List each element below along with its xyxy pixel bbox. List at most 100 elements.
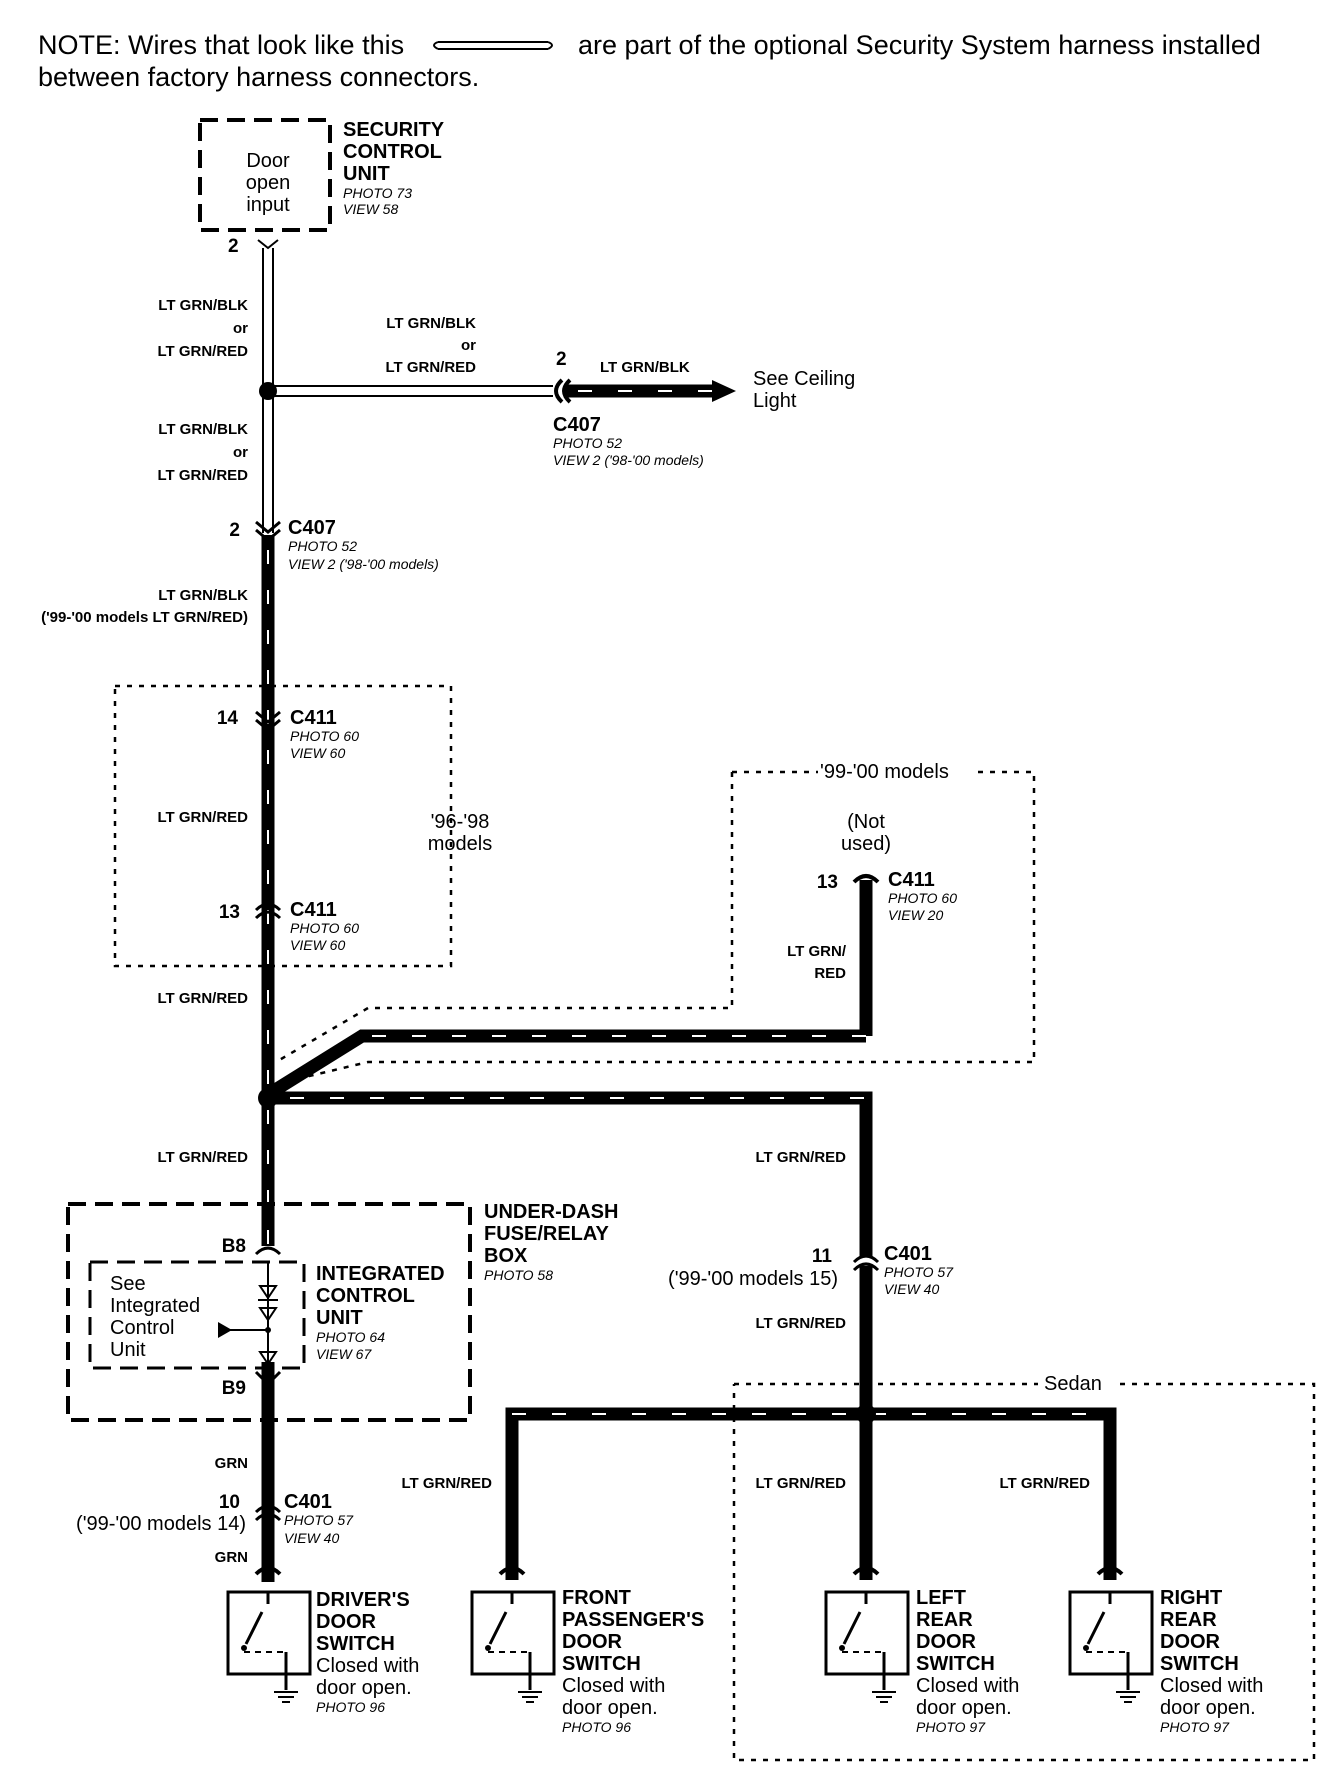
wire-label: RED bbox=[814, 965, 846, 982]
switch-title: RIGHT bbox=[1160, 1587, 1222, 1609]
c411-right-view: VIEW 20 bbox=[888, 907, 943, 923]
wire-label: or bbox=[461, 337, 476, 354]
switch-desc: Closed with bbox=[916, 1675, 1019, 1697]
under-dash-fuse-relay-box: UNDER-DASH FUSE/RELAY BOX PHOTO 58 B8 B9 bbox=[66, 1201, 618, 1422]
fuse-box-title-3: BOX bbox=[484, 1245, 528, 1267]
splice-point-top bbox=[259, 382, 277, 400]
wire-label: LT GRN/RED bbox=[755, 1315, 846, 1332]
icu-view: VIEW 67 bbox=[316, 1346, 372, 1362]
wire-label: GRN bbox=[215, 1455, 248, 1472]
security-unit-view: VIEW 58 bbox=[343, 201, 398, 217]
wire-label: LT GRN/RED bbox=[157, 1149, 248, 1166]
wire-label: LT GRN/RED bbox=[157, 990, 248, 1007]
switch-photo: PHOTO 97 bbox=[916, 1719, 986, 1735]
wire-label: LT GRN/RED bbox=[385, 359, 476, 376]
c407-side-name: C407 bbox=[553, 414, 601, 436]
note: NOTE: Wires that look like this are part… bbox=[38, 30, 1261, 92]
switch-title: DOOR bbox=[316, 1611, 377, 1633]
icu-see-1: See bbox=[110, 1273, 146, 1295]
sedan-label: Sedan bbox=[1044, 1373, 1102, 1395]
icu-title-1: INTEGRATED bbox=[316, 1263, 445, 1285]
switch-title: REAR bbox=[916, 1609, 973, 1631]
switch-title: FRONT bbox=[562, 1587, 631, 1609]
switch-contact-icon bbox=[1083, 1592, 1140, 1703]
security-harness-symbol-icon bbox=[433, 41, 553, 50]
switch-desc: door open. bbox=[316, 1677, 412, 1699]
trunk-connectors bbox=[254, 520, 282, 1522]
c401-left-photo: PHOTO 57 bbox=[284, 1512, 354, 1528]
wire-label: LT GRN/RED bbox=[157, 467, 248, 484]
sedan-region: Sedan bbox=[732, 1373, 1316, 1762]
c411-top-name: C411 bbox=[290, 707, 337, 729]
c407-ceiling-connector: 2 LT GRN/BLK See Ceiling Light C407 PHOT… bbox=[553, 349, 855, 468]
wire-label: LT GRN/RED bbox=[755, 1475, 846, 1492]
switch-desc: Closed with bbox=[316, 1655, 419, 1677]
switch-title: DRIVER'S bbox=[316, 1589, 410, 1611]
switch-title: PASSENGER'S bbox=[562, 1609, 704, 1631]
security-unit-pin: 2 bbox=[228, 236, 239, 257]
models-96-98-line2: models bbox=[428, 833, 492, 855]
wire-label: LT GRN/ bbox=[787, 943, 847, 960]
wire-label: LT GRN/BLK bbox=[158, 421, 248, 438]
switch-desc: door open. bbox=[562, 1697, 658, 1719]
fuse-box-photo: PHOTO 58 bbox=[484, 1267, 553, 1283]
ceiling-light-arrow-icon bbox=[712, 380, 736, 402]
switch-photo: PHOTO 96 bbox=[562, 1719, 631, 1735]
wire-label: ('99-'00 models LT GRN/RED) bbox=[41, 609, 248, 626]
c411-right-name: C411 bbox=[888, 869, 935, 891]
wire-label: GRN bbox=[215, 1549, 248, 1566]
security-unit-photo: PHOTO 73 bbox=[343, 185, 412, 201]
switch-desc: door open. bbox=[1160, 1697, 1256, 1719]
switch-title: REAR bbox=[1160, 1609, 1217, 1631]
c407-side-pin: 2 bbox=[556, 349, 567, 370]
wire-label: LT GRN/RED bbox=[157, 343, 248, 360]
c407-main-name: C407 bbox=[288, 517, 336, 539]
not-used-line2: used) bbox=[841, 833, 891, 855]
c401-left-view: VIEW 40 bbox=[284, 1530, 339, 1546]
security-control-unit: Door open input SECURITY CONTROL UNIT PH… bbox=[198, 118, 445, 257]
switch-desc: door open. bbox=[916, 1697, 1012, 1719]
c401-left-name: C401 bbox=[284, 1491, 332, 1513]
security-harness-wires bbox=[257, 239, 553, 533]
splice-point-lower bbox=[856, 1404, 876, 1424]
c407-main-pin: 2 bbox=[229, 520, 240, 541]
c411-top-photo: PHOTO 60 bbox=[290, 728, 359, 744]
rear-branch-wire: LT GRN/RED LT GRN/RED 11 ('99-'00 models… bbox=[157, 1091, 954, 1420]
icu-internal-diode-icon bbox=[218, 1262, 278, 1368]
c407-main: 2 C407 PHOTO 52 VIEW 2 ('98-'00 models) … bbox=[41, 517, 439, 626]
icu-title-3: UNIT bbox=[316, 1307, 363, 1329]
switch-title: DOOR bbox=[562, 1631, 623, 1653]
security-unit-title-1: SECURITY bbox=[343, 119, 445, 141]
c411-right-photo: PHOTO 60 bbox=[888, 890, 957, 906]
models-96-98-box: 14 C411 PHOTO 60 VIEW 60 LT GRN/RED '96-… bbox=[113, 684, 492, 968]
fuse-box-title-2: FUSE/RELAY bbox=[484, 1223, 610, 1245]
switch-desc: Closed with bbox=[1160, 1675, 1263, 1697]
door-open-input-line1: Door bbox=[246, 150, 290, 172]
ceiling-wire-label: LT GRN/BLK bbox=[600, 359, 690, 376]
c407-main-photo: PHOTO 52 bbox=[288, 538, 357, 554]
wire-label: LT GRN/BLK bbox=[158, 297, 248, 314]
not-used-line1: (Not bbox=[847, 811, 885, 833]
icu-see-4: Unit bbox=[110, 1339, 146, 1361]
switch-title: SWITCH bbox=[916, 1653, 995, 1675]
switch-title: SWITCH bbox=[562, 1653, 641, 1675]
fuse-box-title-1: UNDER-DASH bbox=[484, 1201, 618, 1223]
c411-bot-view: VIEW 60 bbox=[290, 937, 345, 953]
door-open-input-line2: open bbox=[246, 172, 291, 194]
switch-title: SWITCH bbox=[1160, 1653, 1239, 1675]
wire-label: LT GRN/RED bbox=[999, 1475, 1090, 1492]
c411-bot-name: C411 bbox=[290, 899, 337, 921]
c411-top-view: VIEW 60 bbox=[290, 745, 345, 761]
c401-right-pin: 11 bbox=[812, 1246, 833, 1267]
switch-photo: PHOTO 97 bbox=[1160, 1719, 1230, 1735]
see-ceiling-light-1: See Ceiling bbox=[753, 368, 855, 390]
switch-contact-icon bbox=[485, 1592, 542, 1703]
wire-label: or bbox=[233, 444, 248, 461]
door-open-input-line3: input bbox=[246, 194, 290, 216]
switch-photo: PHOTO 96 bbox=[316, 1699, 385, 1715]
models-99-00-region: '99-'00 models (Not used) 13 C411 PHOTO … bbox=[268, 761, 1036, 1098]
see-ceiling-light-2: Light bbox=[753, 390, 797, 412]
c407-main-view: VIEW 2 ('98-'00 models) bbox=[288, 556, 439, 572]
wire-label: LT GRN/BLK bbox=[386, 315, 476, 332]
